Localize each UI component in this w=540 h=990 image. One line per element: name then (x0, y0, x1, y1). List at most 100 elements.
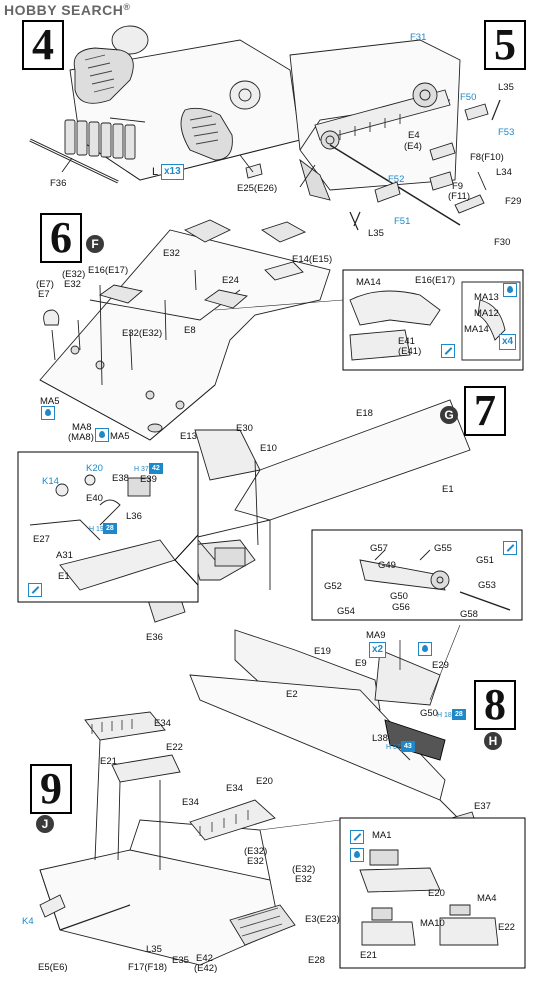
watermark-text: HOBBY SEARCH (4, 2, 124, 18)
part-label: MA9 (366, 630, 386, 641)
part-label: E16(E17) (88, 265, 129, 276)
part-label: E18 (356, 408, 373, 419)
part-label: F36 (50, 178, 67, 189)
part-label: F9 (452, 181, 464, 192)
part-label: G53 (478, 580, 496, 591)
part-label: E4 (408, 130, 420, 141)
step6-inset-frame (342, 269, 524, 371)
part-label: E21 (360, 950, 377, 961)
quantity-badge: x4 (499, 334, 517, 350)
part-label: E32(E32) (122, 328, 163, 339)
part-label: G56 (392, 602, 410, 613)
part-label: (E42) (194, 963, 218, 974)
step-6-sub-badge: F (86, 235, 104, 253)
part-label: (E41) (398, 346, 422, 357)
part-label: F8(F10) (470, 152, 504, 163)
part-label: A31 (56, 550, 73, 561)
step-8-sub-badge: H (484, 732, 502, 750)
paint-brush-icon (350, 830, 364, 844)
part-label: F50 (460, 92, 477, 103)
part-label: G57 (370, 543, 388, 554)
part-label: E42 (196, 953, 213, 964)
part-label: G55 (434, 543, 452, 554)
part-label: G50 (390, 591, 408, 602)
part-label: E34 (226, 783, 243, 794)
part-label: G51 (476, 555, 494, 566)
part-label: E7 (38, 289, 50, 300)
part-label: G50 (420, 708, 438, 719)
part-label: E22 (498, 922, 515, 933)
paint-brush-icon (503, 541, 517, 555)
step-7-number: 7 (464, 386, 506, 436)
runner-number: 42 (149, 463, 163, 474)
part-label: MA10 (420, 918, 445, 929)
part-label: E2 (286, 689, 298, 700)
part-label: E27 (33, 534, 50, 545)
part-label: MA5 (110, 431, 130, 442)
paint-drop-icon (350, 848, 364, 862)
watermark-registered-mark: ® (123, 2, 131, 12)
step-9-sub-badge: J (36, 815, 54, 833)
runner-number: 28 (103, 523, 117, 534)
step6-hull-drawing (39, 219, 524, 441)
part-label: K20 (86, 463, 103, 474)
part-label: L35 (498, 82, 514, 93)
part-label: E20 (256, 776, 273, 787)
part-label: (E4) (404, 141, 422, 152)
part-label: E29 (432, 660, 449, 671)
part-label: L35 (146, 944, 162, 955)
paint-drop-icon (95, 428, 109, 442)
quantity-badge: x13 (161, 164, 184, 180)
part-label: E36 (146, 632, 163, 643)
part-label: F53 (498, 127, 515, 138)
watermark: HOBBY SEARCH® (4, 2, 130, 18)
part-label: G54 (337, 606, 355, 617)
part-label: MA14 (464, 324, 489, 335)
runner-ref: H 19 (89, 526, 104, 533)
runner-number: 28 (452, 709, 466, 720)
part-label: F51 (394, 216, 411, 227)
step9-hull-drawing (39, 711, 526, 969)
part-label: E1 (442, 484, 454, 495)
part-label: MA12 (474, 308, 499, 319)
part-label: E41 (398, 336, 415, 347)
step7-right-inset-frame (311, 529, 523, 621)
part-label: E20 (428, 888, 445, 899)
part-label: (E32) (244, 846, 268, 857)
part-label: MA8 (72, 422, 92, 433)
quantity-badge: x2 (369, 642, 387, 658)
runner-ref: H 37 (386, 744, 401, 751)
part-label: E3(E23) (305, 914, 340, 925)
part-label: E16(E17) (415, 275, 456, 286)
part-label: E9 (355, 658, 367, 669)
part-label: E28 (308, 955, 325, 966)
paint-brush-icon (28, 583, 42, 597)
part-label: E10 (260, 443, 277, 454)
part-label: E14(E15) (292, 254, 333, 265)
part-label: MA5 (40, 396, 60, 407)
part-label: (MA8) (68, 432, 94, 443)
part-label: E24 (222, 275, 239, 286)
paint-drop-icon (41, 406, 55, 420)
paint-drop-icon (503, 283, 517, 297)
part-label: L35 (368, 228, 384, 239)
part-label: MA1 (372, 830, 392, 841)
runner-ref: H 37 (134, 466, 149, 473)
part-label: L38 (372, 733, 388, 744)
part-label: E8 (184, 325, 196, 336)
step9-inset-frame (339, 817, 526, 969)
part-label: E34 (182, 797, 199, 808)
part-label: L34 (496, 167, 512, 178)
part-label: MA4 (477, 893, 497, 904)
part-label: E5(E6) (38, 962, 68, 973)
part-label: E35 (172, 955, 189, 966)
step-7-sub-badge: G (440, 406, 458, 424)
part-label: F29 (505, 196, 522, 207)
part-label: E32 (247, 856, 264, 867)
part-label: E19 (314, 646, 331, 657)
step7-left-inset-frame (17, 451, 199, 603)
part-label: L (152, 166, 159, 178)
part-label: E13 (180, 431, 197, 442)
paint-drop-icon (418, 642, 432, 656)
